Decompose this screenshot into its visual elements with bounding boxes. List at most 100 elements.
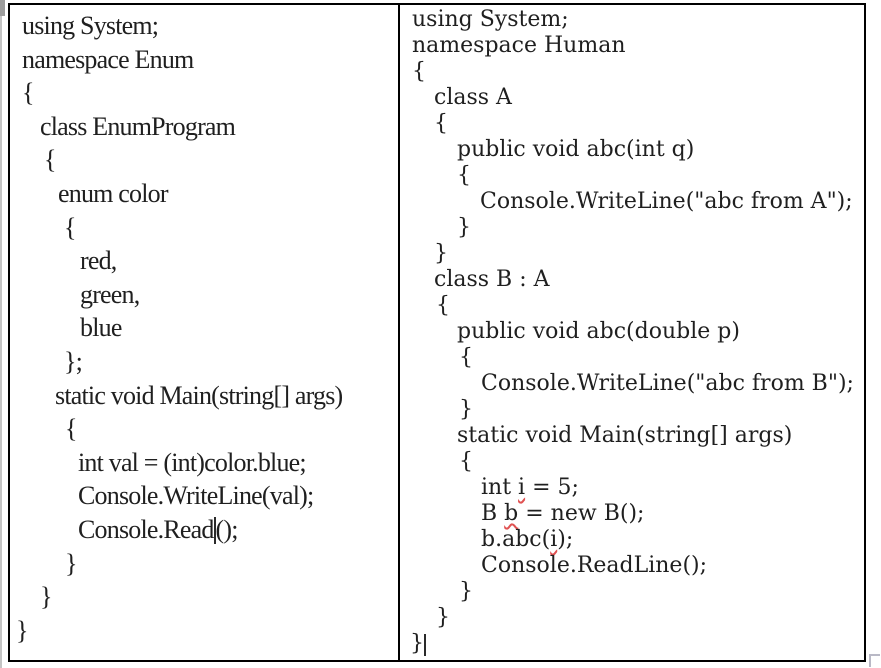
code-line: Console.ReadLine(); (400, 553, 864, 579)
code-line: { (400, 345, 864, 371)
code-text: Console.WriteLine("abc from B"); (481, 371, 854, 396)
code-text: { (412, 59, 426, 84)
code-text: class EnumProgram (40, 111, 236, 141)
code-text: namespace Human (412, 33, 626, 58)
table-resize-handle-icon[interactable] (869, 654, 880, 667)
code-text: int val = (int)color.blue; (78, 447, 307, 477)
code-text: Console.WriteLine(val); (78, 481, 314, 511)
code-text: } (434, 241, 448, 266)
inheritance-program-cell[interactable]: using System;namespace Human{class A{pub… (400, 5, 864, 660)
spellcheck-squiggle-word: i (518, 475, 526, 500)
code-line: int i = 5; (400, 475, 864, 501)
code-text: } (459, 579, 473, 604)
code-text: { (436, 293, 450, 318)
code-text: public void abc(double p) (457, 319, 740, 344)
code-line: red, (10, 244, 398, 278)
code-line: } (400, 579, 864, 605)
code-line: } (400, 241, 864, 267)
code-text: { (457, 163, 471, 188)
code-line: using System; (10, 9, 398, 43)
code-text: (); (215, 514, 239, 544)
code-line: { (400, 293, 864, 319)
code-text: B (481, 501, 505, 526)
code-line: public void abc(double p) (400, 319, 864, 345)
code-line: class B : A (400, 267, 864, 293)
code-line: { (10, 211, 398, 245)
code-text: static void Main(string[] args) (457, 423, 793, 448)
code-text: = new B(); (518, 501, 645, 526)
code-text: using System; (22, 11, 159, 40)
code-line: } (400, 631, 864, 657)
code-text: }; (64, 346, 83, 376)
page-edge-strip (0, 0, 2, 668)
code-comparison-table: using System;namespace Enum{class EnumPr… (8, 3, 866, 662)
code-line: Console.WriteLine("abc from B"); (400, 371, 864, 397)
text-cursor (424, 633, 426, 656)
code-line: { (400, 111, 864, 137)
code-line: Console.WriteLine(val); (10, 479, 398, 513)
code-line: Console.WriteLine("abc from A"); (400, 189, 864, 215)
enum-program-cell[interactable]: using System;namespace Enum{class EnumPr… (10, 5, 400, 660)
code-line: static void Main(string[] args) (10, 379, 398, 413)
code-text: { (65, 414, 77, 444)
code-text: enum color (58, 178, 168, 208)
code-text: Console.Read (78, 514, 214, 544)
code-text: { (22, 78, 34, 108)
code-text: { (44, 145, 56, 175)
code-line: { (10, 76, 398, 110)
code-line: public void abc(int q) (400, 137, 864, 163)
code-line: } (10, 614, 398, 648)
code-text: class A (434, 85, 512, 110)
code-line: }; (10, 345, 398, 379)
code-text: green, (80, 279, 140, 309)
code-line: int val = (int)color.blue; (10, 446, 398, 480)
code-line: enum color (10, 177, 398, 211)
code-line: { (400, 449, 864, 475)
code-line: B b = new B(); (400, 501, 864, 527)
code-line: { (10, 412, 398, 446)
code-text: { (459, 345, 473, 370)
spellcheck-squiggle-word: b (504, 501, 519, 526)
code-text: } (457, 215, 471, 240)
code-text: } (459, 397, 473, 422)
code-text: b.abc( (481, 527, 551, 552)
code-line: namespace Enum (10, 43, 398, 77)
code-line: } (400, 397, 864, 423)
code-line: blue (10, 311, 398, 345)
code-text: int (481, 475, 519, 500)
code-text: { (459, 449, 473, 474)
spellcheck-squiggle-word: i (550, 527, 558, 552)
code-line: } (400, 215, 864, 241)
code-line: Console.Read(); (10, 513, 398, 547)
code-line: namespace Human (400, 33, 864, 59)
code-text: Console.ReadLine(); (481, 553, 708, 578)
code-text: class B : A (434, 267, 550, 292)
code-line: green, (10, 278, 398, 312)
code-text: = 5; (525, 475, 579, 500)
code-line: } (10, 547, 398, 581)
code-line: { (400, 59, 864, 85)
code-line: b.abc(i); (400, 527, 864, 553)
code-text: ); (557, 527, 574, 552)
code-line: { (10, 143, 398, 177)
code-text: } (40, 582, 52, 612)
code-line: using System; (400, 7, 864, 33)
code-text: { (64, 212, 76, 242)
code-line: { (400, 163, 864, 189)
code-text: red, (80, 246, 117, 276)
code-line: class EnumProgram (10, 110, 398, 144)
code-text: { (434, 111, 448, 136)
code-text: blue (80, 313, 122, 343)
code-line: } (400, 605, 864, 631)
code-line: static void Main(string[] args) (400, 423, 864, 449)
code-text: public void abc(int q) (457, 137, 695, 162)
code-text: } (436, 605, 450, 630)
code-line: } (10, 580, 398, 614)
text-cursor (213, 517, 216, 544)
code-text: using System; (412, 7, 569, 32)
code-text: } (16, 615, 28, 645)
code-text: } (410, 631, 424, 656)
code-text: static void Main(string[] args) (55, 380, 343, 410)
page-edge-corner (0, 0, 5, 16)
code-text: Console.WriteLine("abc from A"); (480, 189, 853, 214)
